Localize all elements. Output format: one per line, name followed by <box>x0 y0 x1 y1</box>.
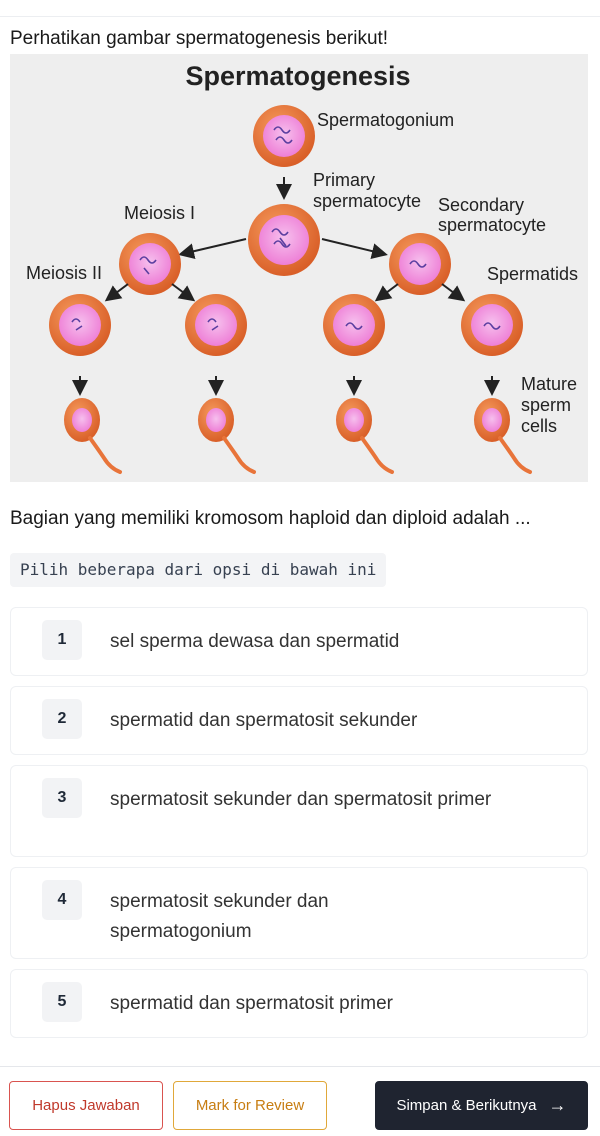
option-label: sel sperma dewasa dan spermatid <box>110 631 400 652</box>
option-label: spermatosit sekunder dan spermatosit pri… <box>110 789 492 810</box>
figure-title: Spermatogenesis <box>185 61 410 91</box>
label-primary-line2: spermatocyte <box>313 191 421 211</box>
footer-divider <box>0 1066 600 1067</box>
question-intro: Perhatikan gambar spermatogenesis beriku… <box>10 28 389 49</box>
sperm-cell-4 <box>474 398 532 474</box>
cell-spermatogonium <box>253 105 315 167</box>
label-secondary-line2: spermatocyte <box>438 215 546 235</box>
option-label: spermatid dan spermatosit sekunder <box>110 710 418 731</box>
cell-spermatid-4 <box>461 294 523 356</box>
sperm-cell-1 <box>64 398 122 474</box>
option-1[interactable]: 1 sel sperma dewasa dan spermatid <box>10 607 588 676</box>
option-number: 1 <box>42 620 82 660</box>
cell-secondary-spermatocyte-right <box>389 233 451 295</box>
label-mature-line3: cells <box>521 416 557 436</box>
arrow-right-icon: → <box>548 1095 567 1115</box>
option-number: 2 <box>42 699 82 739</box>
option-number: 5 <box>42 982 82 1022</box>
option-number: 3 <box>42 778 82 818</box>
label-secondary-line1: Secondary <box>438 195 524 215</box>
label-spermatids: Spermatids <box>487 264 578 284</box>
sperm-cell-2 <box>198 398 256 474</box>
label-primary-line1: Primary <box>313 170 375 190</box>
option-5[interactable]: 5 spermatid dan spermatosit primer <box>10 969 588 1038</box>
option-3[interactable]: 3 spermatosit sekunder dan spermatosit p… <box>10 765 588 857</box>
cell-spermatid-1 <box>49 294 111 356</box>
label-spermatogonium: Spermatogonium <box>317 110 454 130</box>
label-mature-line2: sperm <box>521 395 571 415</box>
label-meiosis-2: Meiosis II <box>26 263 102 283</box>
save-next-label: Simpan & Berikutnya <box>396 1097 537 1114</box>
cell-secondary-spermatocyte-left <box>119 233 181 295</box>
save-next-button[interactable]: Simpan & Berikutnya → <box>375 1081 588 1130</box>
option-number: 4 <box>42 880 82 920</box>
mark-for-review-label: Mark for Review <box>195 1097 305 1114</box>
option-2[interactable]: 2 spermatid dan spermatosit sekunder <box>10 686 588 755</box>
mark-for-review-button[interactable]: Mark for Review <box>173 1081 327 1130</box>
top-divider <box>0 16 600 17</box>
option-label: spermatid dan spermatosit primer <box>110 993 393 1014</box>
clear-answer-button[interactable]: Hapus Jawaban <box>9 1081 163 1130</box>
spermatogenesis-figure: Spermatogenesis Spermatogonium Primary s… <box>10 54 588 482</box>
selection-hint: Pilih beberapa dari opsi di bawah ini <box>10 553 387 587</box>
question-text: Bagian yang memiliki kromosom haploid da… <box>10 508 531 529</box>
option-label: spermatosit sekunder dan spermatogonium <box>110 891 329 942</box>
cell-spermatid-3 <box>323 294 385 356</box>
label-mature-line1: Mature <box>521 374 577 394</box>
label-meiosis-1: Meiosis I <box>124 203 195 223</box>
clear-answer-label: Hapus Jawaban <box>32 1097 140 1114</box>
cell-primary-spermatocyte <box>248 204 320 276</box>
cell-spermatid-2 <box>185 294 247 356</box>
sperm-cell-3 <box>336 398 394 474</box>
option-4[interactable]: 4 spermatosit sekunder dan spermatogoniu… <box>10 867 588 959</box>
